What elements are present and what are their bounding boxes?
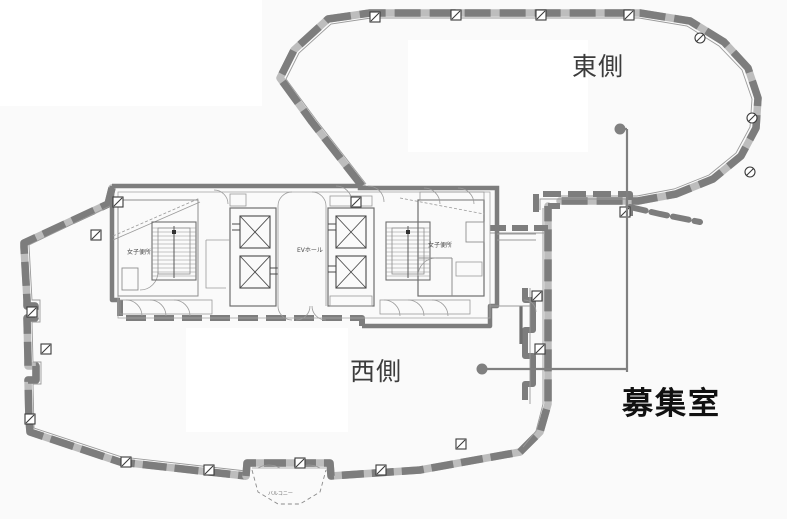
- east-stair: [385, 221, 431, 281]
- east-wing-outer-wall: [276, 9, 762, 205]
- elevator-bank-left: [205, 207, 278, 307]
- white-patch-west: [186, 328, 348, 432]
- callout-dot-west: [476, 363, 488, 375]
- east-toilet-room: [379, 191, 485, 317]
- white-patch-corner: [0, 0, 262, 106]
- south-wall-and-balcony: [242, 448, 524, 505]
- west-toilet-room: [112, 197, 213, 317]
- core-east-corridor: [490, 233, 536, 307]
- southeast-wing-walls: [490, 191, 703, 456]
- white-patch-east: [408, 40, 588, 152]
- west-stair: [151, 221, 197, 281]
- elevator-bank-right: [327, 195, 375, 307]
- core-top-door-swings: [213, 185, 475, 207]
- callout-leader: [476, 123, 629, 375]
- ev-hall: [277, 191, 327, 321]
